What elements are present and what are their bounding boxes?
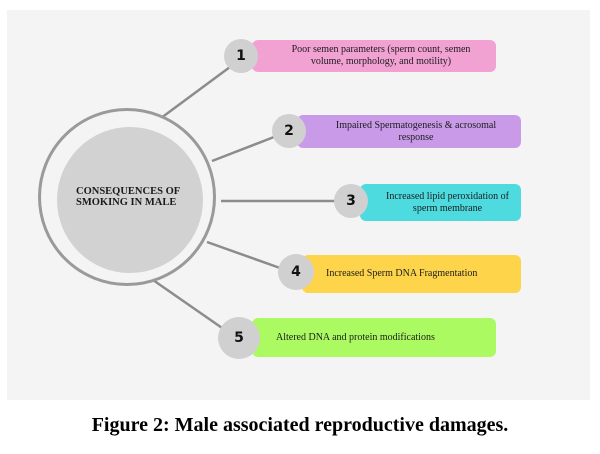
number-badge-1: 1: [224, 39, 258, 73]
number-badge-5: 5: [218, 317, 260, 359]
consequence-text-1: Poor semen parameters (sperm count, seme…: [291, 44, 471, 67]
connector-4: [206, 240, 281, 270]
consequence-text-3: Increased lipid peroxidation of sperm me…: [385, 190, 509, 214]
center-disc: [57, 127, 203, 273]
consequence-box-5: Altered DNA and protein modifications: [252, 318, 496, 357]
connector-1: [156, 65, 231, 123]
number-badge-2: 2: [272, 114, 306, 148]
number-badge-3: 3: [334, 184, 368, 218]
connector-2: [211, 135, 275, 163]
connector-5: [152, 278, 226, 332]
center-label: CONSEQUENCES OF SMOKING IN MALE: [76, 186, 180, 208]
consequence-text-4: Increased Sperm DNA Fragmentation: [326, 268, 478, 279]
consequence-text-2: Impaired Spermatogenesis & acrosomal res…: [335, 119, 497, 143]
figure-caption: Figure 2: Male associated reproductive d…: [91, 414, 509, 436]
consequence-box-3: Increased lipid peroxidation of sperm me…: [360, 184, 521, 221]
consequence-box-2: Impaired Spermatogenesis & acrosomal res…: [297, 115, 521, 148]
number-badge-4: 4: [278, 254, 314, 290]
consequence-text-5: Altered DNA and protein modifications: [276, 331, 435, 343]
consequence-box-1: Poor semen parameters (sperm count, seme…: [252, 40, 496, 72]
consequence-box-4: Increased Sperm DNA Fragmentation: [302, 255, 521, 293]
